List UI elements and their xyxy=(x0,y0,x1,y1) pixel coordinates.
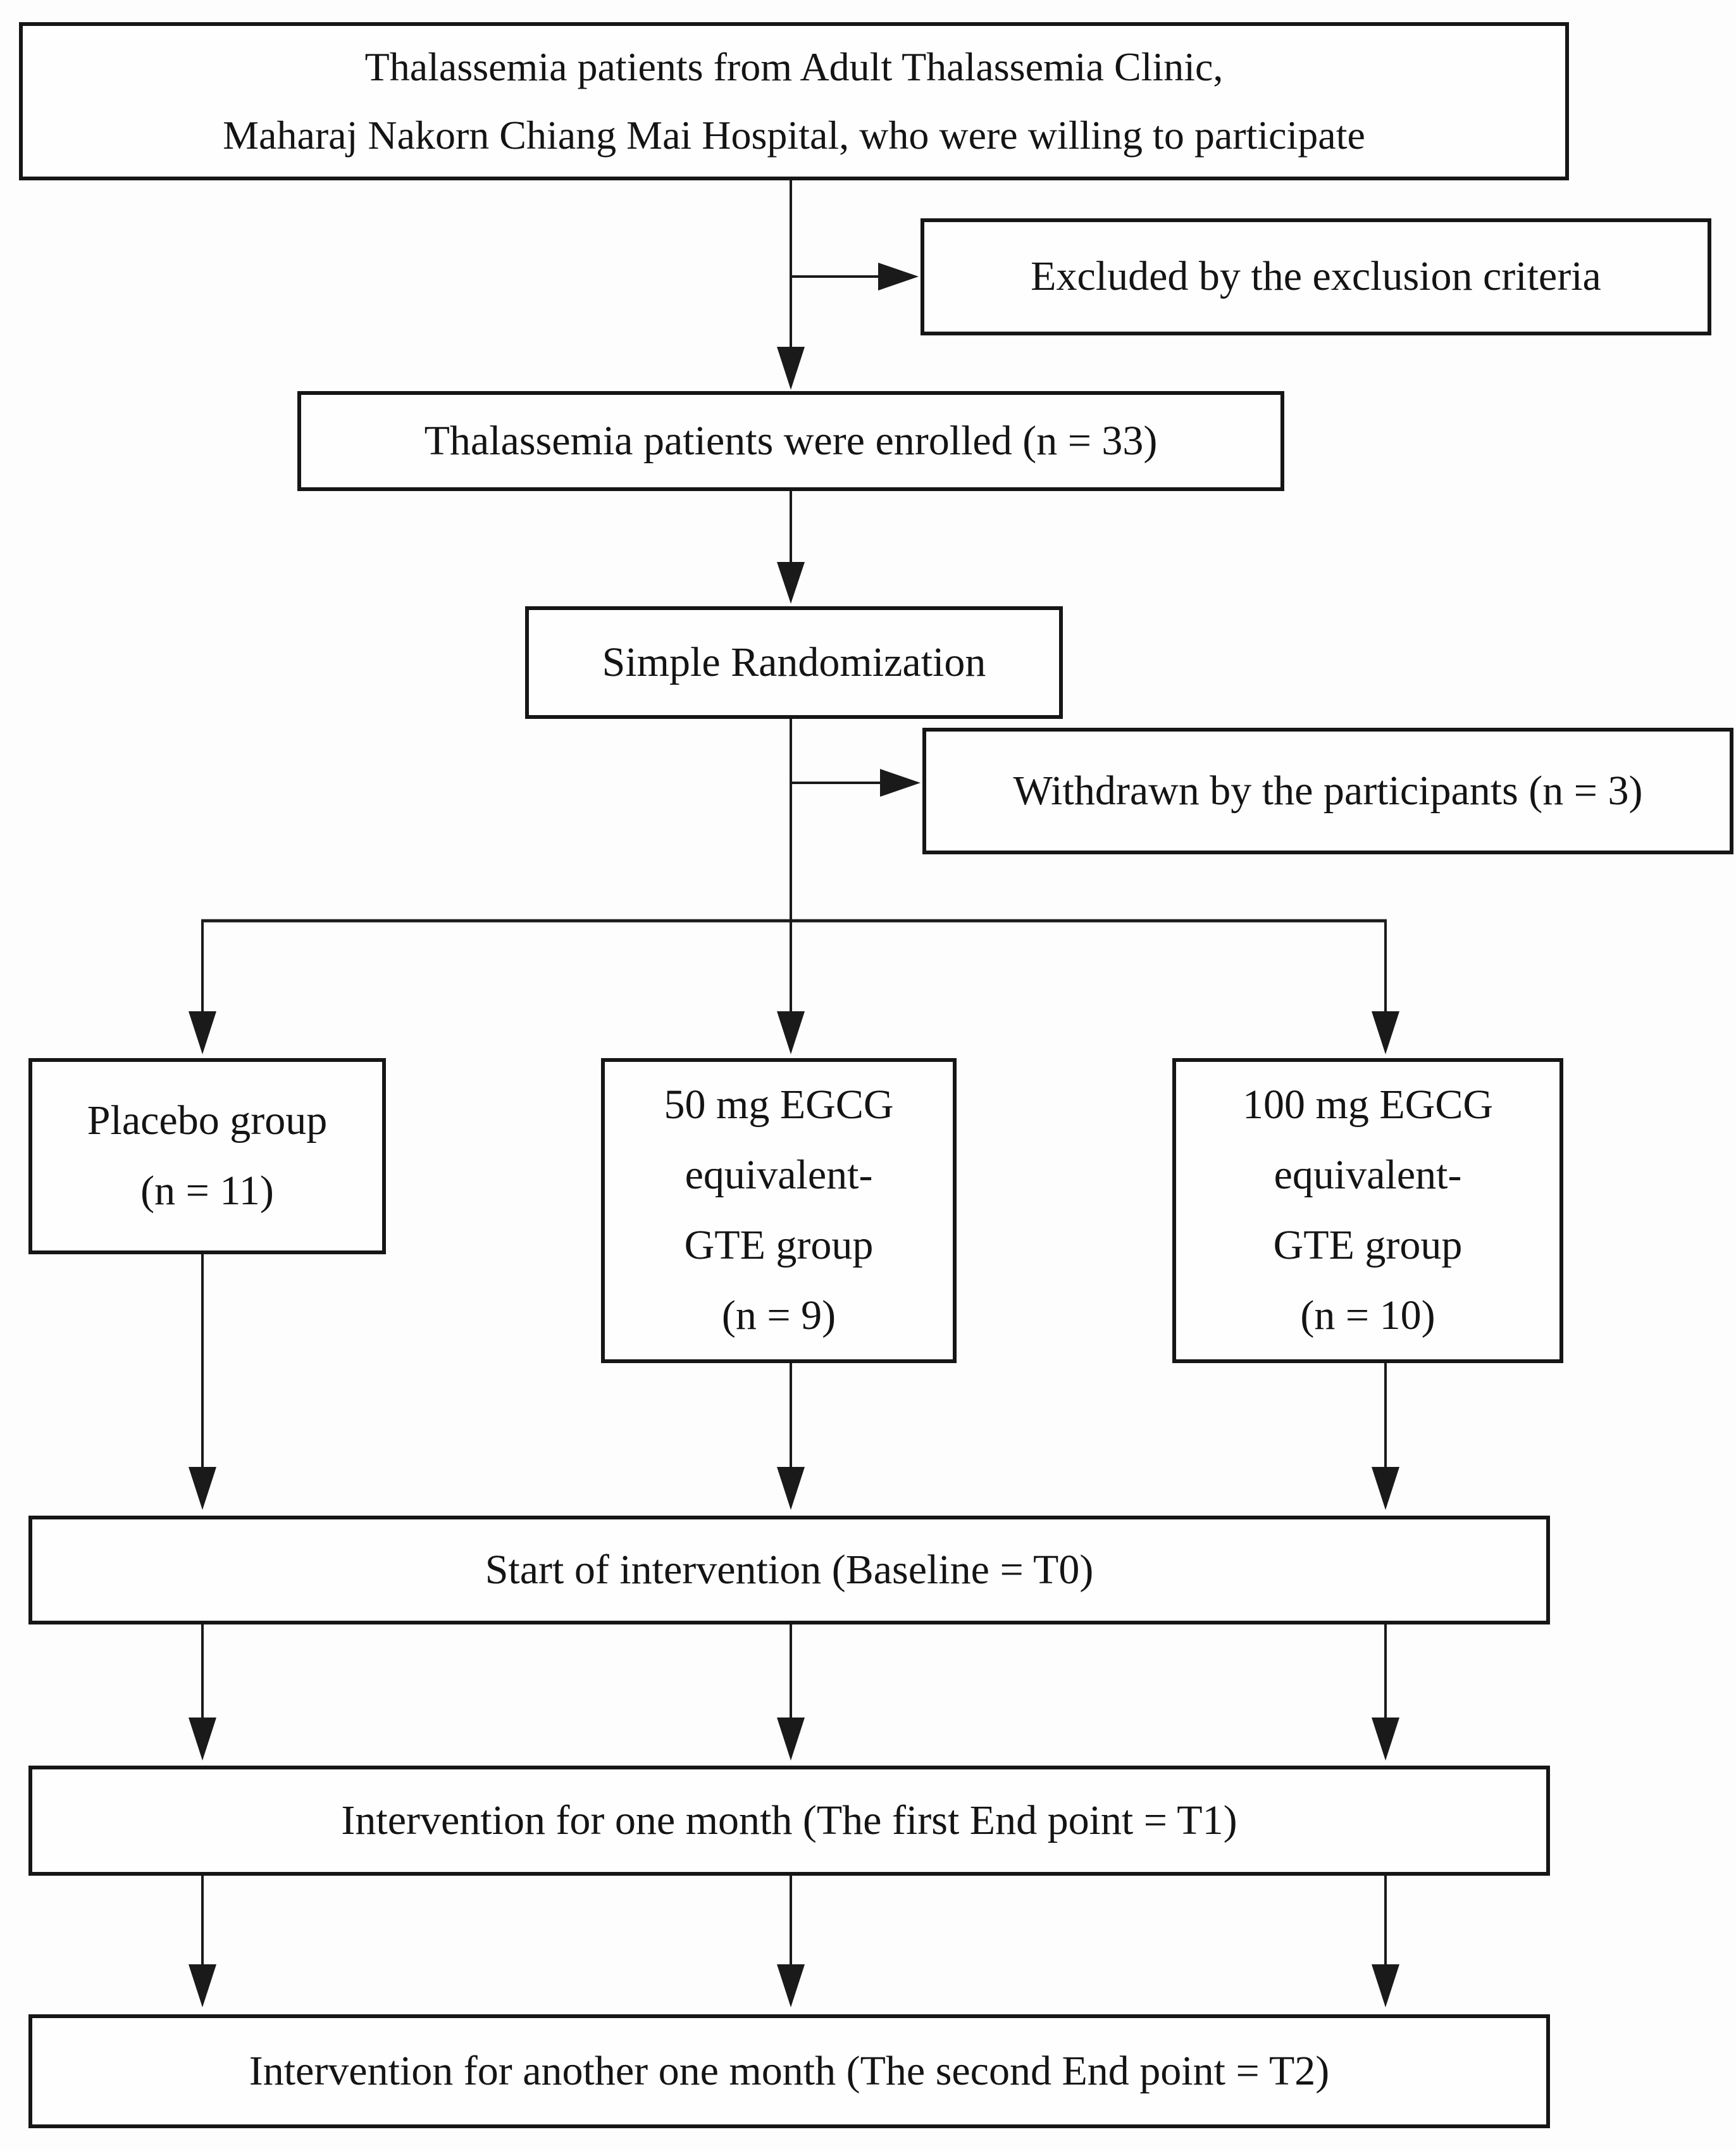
node-excluded-label: Excluded by the exclusion criteria xyxy=(1031,253,1601,300)
node-placebo-group: Placebo group (n = 11) xyxy=(28,1058,386,1254)
arrow-down-icon xyxy=(1372,1011,1399,1054)
arrow-down-icon xyxy=(189,1718,216,1761)
node-placebo-group-count: (n = 11) xyxy=(140,1168,274,1214)
node-gte50-group-line2: equivalent- xyxy=(685,1152,873,1199)
arrow-down-icon xyxy=(1372,1718,1399,1761)
node-population-line2: Maharaj Nakorn Chiang Mai Hospital, who … xyxy=(223,113,1365,158)
node-endpoint2-label: Intervention for another one month (The … xyxy=(249,2047,1330,2094)
node-baseline-label: Start of intervention (Baseline = T0) xyxy=(485,1546,1094,1593)
node-excluded: Excluded by the exclusion criteria xyxy=(921,218,1711,335)
arrow-down-icon xyxy=(777,1467,805,1510)
node-placebo-group-line1: Placebo group xyxy=(87,1097,328,1144)
node-baseline: Start of intervention (Baseline = T0) xyxy=(28,1516,1550,1624)
arrow-down-icon xyxy=(1372,1467,1399,1510)
arrow-down-icon xyxy=(1372,1964,1399,2007)
node-gte50-group-line3: GTE group xyxy=(684,1222,874,1268)
node-endpoint1: Intervention for one month (The first En… xyxy=(28,1766,1550,1876)
arrow-down-icon xyxy=(777,1718,805,1761)
arrow-down-icon xyxy=(189,1467,216,1510)
node-endpoint1-label: Intervention for one month (The first En… xyxy=(341,1797,1237,1843)
node-randomization: Simple Randomization xyxy=(525,606,1063,719)
arrow-right-icon xyxy=(878,263,919,290)
node-gte100-group-count: (n = 10) xyxy=(1300,1292,1435,1338)
node-gte100-group: 100 mg EGCG equivalent- GTE group (n = 1… xyxy=(1172,1058,1563,1363)
node-enrolled: Thalassemia patients were enrolled (n = … xyxy=(297,391,1284,491)
arrow-down-icon xyxy=(189,1011,216,1054)
node-gte50-group: 50 mg EGCG equivalent- GTE group (n = 9) xyxy=(601,1058,957,1363)
node-population: Thalassemia patients from Adult Thalasse… xyxy=(19,22,1569,180)
node-withdrawn: Withdrawn by the participants (n = 3) xyxy=(922,728,1733,854)
node-gte100-group-line2: equivalent- xyxy=(1274,1152,1462,1199)
node-population-line1: Thalassemia patients from Adult Thalasse… xyxy=(364,44,1224,90)
arrow-down-icon xyxy=(777,1964,805,2007)
arrow-right-icon xyxy=(880,769,921,797)
node-gte50-group-count: (n = 9) xyxy=(721,1292,836,1338)
node-enrolled-label: Thalassemia patients were enrolled (n = … xyxy=(424,417,1158,464)
node-withdrawn-label: Withdrawn by the participants (n = 3) xyxy=(1013,767,1643,814)
node-endpoint2: Intervention for another one month (The … xyxy=(28,2014,1550,2128)
arrow-down-icon xyxy=(777,562,805,604)
arrow-down-icon xyxy=(777,1011,805,1054)
arrow-down-icon xyxy=(189,1964,216,2007)
node-randomization-label: Simple Randomization xyxy=(602,639,986,685)
node-gte50-group-line1: 50 mg EGCG xyxy=(664,1082,894,1128)
arrow-down-icon xyxy=(777,347,805,390)
node-gte100-group-line3: GTE group xyxy=(1273,1222,1463,1268)
node-gte100-group-line1: 100 mg EGCG xyxy=(1243,1082,1493,1128)
